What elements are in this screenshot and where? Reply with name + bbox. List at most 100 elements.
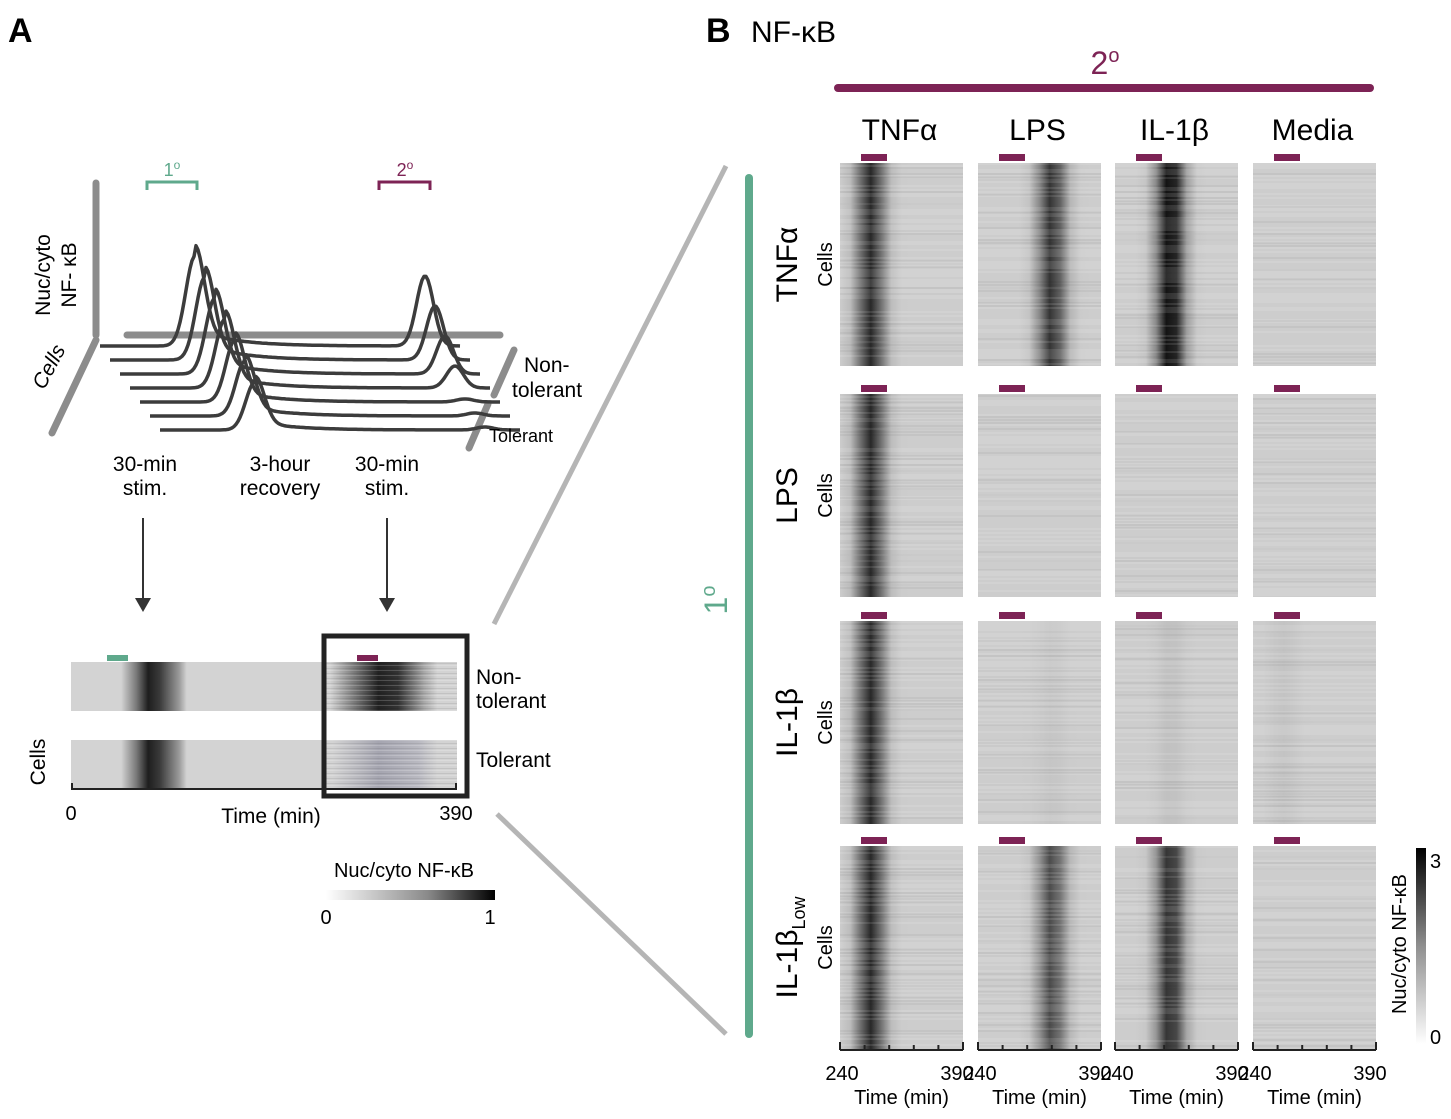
heatmap-cell-texture [978,850,1101,1048]
stim-marker [861,154,887,161]
stim-marker [1274,837,1300,844]
x-axis-label: Time (min) [992,1087,1087,1109]
heatmap-cell [840,621,963,824]
heatmap-cell [1253,394,1376,597]
stim-marker [1274,154,1300,161]
phase2-line2: recovery [240,477,321,500]
heatmap-cell [1115,163,1238,366]
heatmap-cell-texture [978,173,1101,361]
heatmap-cell-texture [840,621,963,817]
heatmap-cell [1253,163,1376,366]
row-cells-label: Cells [815,700,837,744]
row-label: LPS [771,467,804,524]
schematic-cells-axis [48,336,100,437]
heatmap-cell [1253,621,1376,824]
colorbar-b-title: Nuc/cyto NF-κB [1389,874,1411,1014]
zoom-box [321,633,470,799]
schematic-y-label-line2: NF- κB [58,242,81,307]
schematic-y-label-line1: Nuc/cyto [32,234,55,316]
phase1-line1: 30-min [113,453,177,476]
heatmap-cells-label: Cells [27,739,50,786]
heatmap-cell-texture [1253,625,1376,819]
heatmap-nontolerant-line1: Non- [476,666,522,689]
heatmap-cell [978,163,1101,366]
stim-marker [861,837,887,844]
schematic-nontolerant-bar [490,346,518,399]
schematic-traces [100,243,520,432]
x-axis-label: Time (min) [1267,1087,1362,1109]
stim-marker [999,837,1025,844]
stim-marker [999,385,1025,392]
heatmap-x-max: 390 [439,803,472,825]
x-tick-start: 240 [963,1063,996,1085]
heatmap-cell-texture [840,868,963,1035]
schematic-trace [120,287,480,376]
colorbar-a-max: 1 [484,907,495,929]
heatmap-cell-texture [1253,394,1376,596]
secondary-bracket-label: 2o [397,158,414,180]
heatmap-cell-texture [840,396,963,586]
heatmap-cell-texture [1253,850,1376,1044]
heatmap-cell-texture [840,658,963,819]
x-tick-start: 240 [825,1063,858,1085]
stim-marker [861,612,887,619]
phase1-line2: stim. [123,477,167,500]
stim-marker [1274,385,1300,392]
primary-header-label: 1o [698,586,734,615]
heatmap-cell-texture [1253,398,1376,583]
x-tick-end: 390 [1078,1063,1111,1085]
heatmap-cell-texture [1253,856,1376,1047]
heatmap-cell [840,846,963,1049]
schematic-nontolerant-line1: Non- [524,354,570,377]
secondary-stim-marker [357,655,378,661]
phase3-line1: 30-min [355,453,419,476]
schematic-cells-label: Cells [28,341,70,393]
heatmap-cell-texture [978,850,1101,1047]
primary-bracket-label: 1o [164,158,181,180]
primary-bracket [145,180,199,190]
schematic-trace [110,265,470,362]
phase2-line1: 3-hour [250,453,311,476]
heatmap-cell-texture [1253,163,1376,363]
stim-marker [1136,837,1162,844]
heatmap-cell [1115,621,1238,824]
x-tick-end: 390 [940,1063,973,1085]
heatmap-cell-texture [978,395,1101,571]
colorbar-b-min: 0 [1430,1027,1441,1049]
heatmap-cell-texture [1115,846,1238,1042]
heatmap-nontolerant-stripes [326,662,457,711]
column-header: TNFα [862,114,938,147]
stim-marker [861,385,887,392]
schematic-3d: Nuc/cyto NF- κB Cells 1o 2o Non- toleran… [28,158,582,612]
colorbar-a-title: Nuc/cyto NF-κB [334,860,474,882]
heatmap-cell [1115,394,1238,597]
stim-marker [999,154,1025,161]
heatmap-cell [840,163,963,366]
colorbar-b-gradient [1416,848,1426,1044]
stim-marker [1136,154,1162,161]
secondary-bracket [377,180,432,190]
heatmap-grid [840,154,1376,1049]
stim-marker [1274,612,1300,619]
heatmap-cell-texture [840,401,963,589]
phase3-line2: stim. [365,477,409,500]
heatmap-x-min: 0 [65,803,76,825]
panel-b-label: B [706,12,731,50]
schematic-nontolerant-line2: tolerant [512,379,582,402]
zoom-connector-bottom [495,812,728,1036]
heatmap-x-label: Time (min) [221,805,321,828]
heatmap-cell-texture [1115,625,1238,819]
x-axis-label: Time (min) [854,1087,949,1109]
schematic-trace [160,374,520,432]
heatmap-tolerant-label: Tolerant [476,749,551,772]
heatmap-cell-texture [1253,173,1376,364]
schematic-trace [150,352,510,418]
arrow-left-head [135,598,151,612]
colorbar-a-gradient [326,890,495,900]
schematic-trace [100,243,461,348]
x-tick-end: 390 [1353,1063,1386,1085]
arrow-right-head [379,598,395,612]
row-label: TNFα [771,227,804,303]
heatmap-cell [978,394,1101,597]
